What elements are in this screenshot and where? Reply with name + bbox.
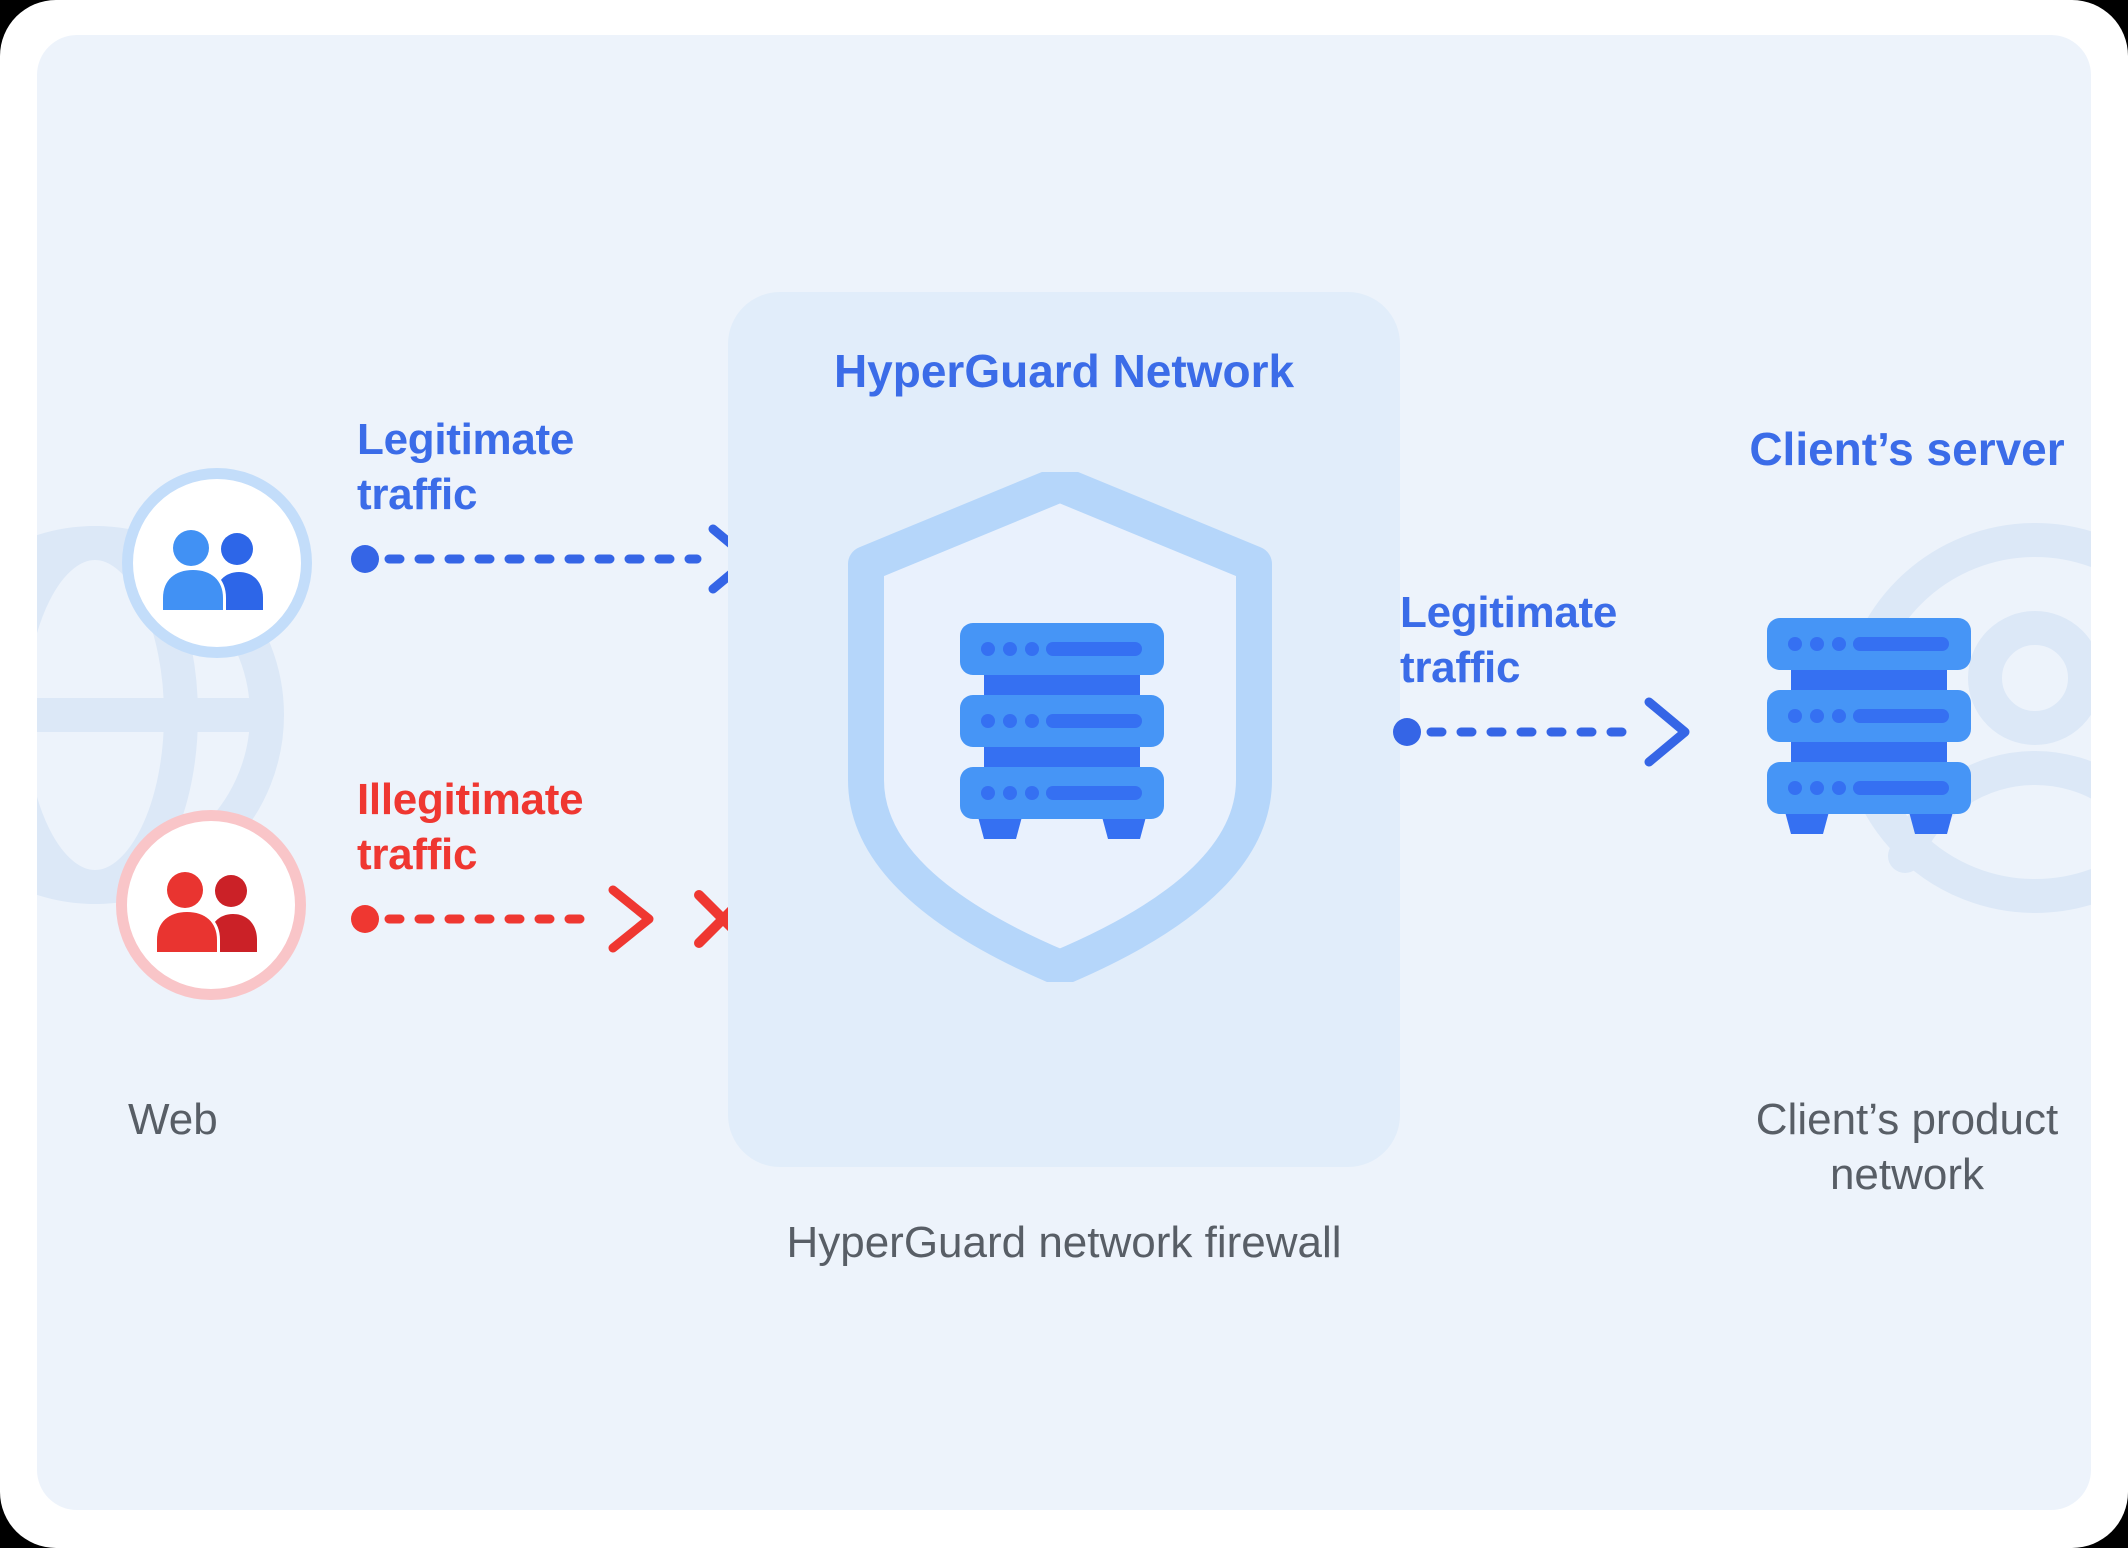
web-users-badge [122,468,312,658]
users-icon [155,869,257,954]
firewall-caption: HyperGuard network firewall [786,1218,1342,1267]
web-caption: Web [128,1095,218,1144]
server-rack-icon [1767,618,1971,834]
diagram-canvas: Web Legitimate traffic Illegitimate traf… [37,35,2091,1510]
legitimate-traffic-in-arrow [351,524,754,594]
illegitimate-traffic-label: Illegitimate traffic [357,775,584,879]
hyperguard-panel: HyperGuard Network [728,292,1400,1167]
legitimate-traffic-in-label: Legitimate traffic [357,415,575,519]
attacker-users-badge [116,810,306,1000]
legitimate-traffic-out-arrow [1393,697,1690,767]
users-icon [161,527,263,612]
hyperguard-title: HyperGuard Network [833,345,1295,397]
illegitimate-traffic-arrow [351,885,752,953]
legitimate-traffic-out-label: Legitimate traffic [1400,588,1618,692]
client-network-caption: Client’s product network [1755,1095,2059,1199]
server-rack-icon [960,623,1164,839]
client-server-title: Client’s server [1749,423,2065,475]
